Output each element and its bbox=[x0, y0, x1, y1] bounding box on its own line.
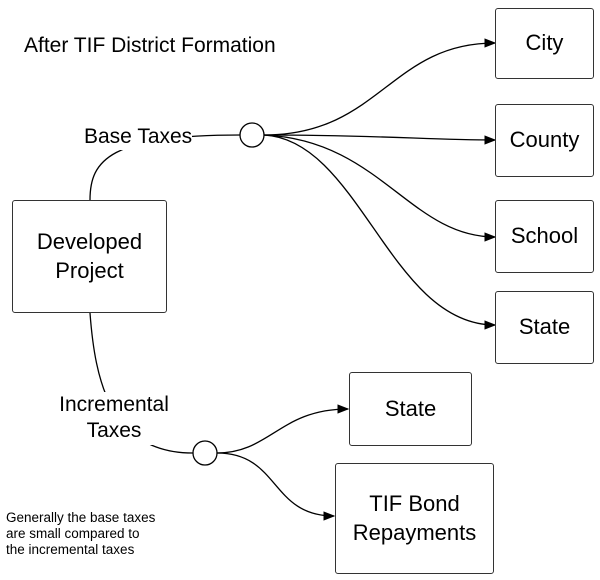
incremental-taxes-line1: Incremental bbox=[59, 393, 169, 416]
recipient-county-label: County bbox=[509, 127, 580, 153]
recipient-county-box: County bbox=[495, 104, 594, 177]
footnote-line2: are small compared to bbox=[6, 526, 140, 542]
footnote-line1: Generally the base taxes bbox=[6, 510, 156, 525]
developed-project-line1: Developed bbox=[36, 228, 143, 254]
footnote: Generally the base taxes are small compa… bbox=[6, 510, 206, 559]
incremental-taxes-line2: Taxes bbox=[86, 419, 142, 443]
developed-project-box: Developed Project bbox=[12, 200, 167, 313]
recipient-state-base-box: State bbox=[495, 291, 594, 364]
recipient-state-incremental-box: State bbox=[349, 372, 472, 446]
recipient-school-box: School bbox=[495, 200, 594, 273]
footnote-line3: the incremental taxes bbox=[6, 542, 135, 558]
developed-project-line2: Project bbox=[55, 257, 124, 283]
recipient-state-incremental-label: State bbox=[384, 395, 437, 421]
arrow-to-tif-bond bbox=[216, 452, 336, 521]
arrow-to-state-incr bbox=[216, 404, 350, 454]
recipient-tif-bond-box: TIF Bond Repayments bbox=[335, 463, 494, 574]
tif-bond-line2: Repayments bbox=[352, 519, 477, 545]
recipient-school-label: School bbox=[510, 223, 579, 249]
recipient-state-base-label: State bbox=[518, 314, 571, 340]
arrow-to-state-base bbox=[263, 134, 497, 330]
arrow-to-county bbox=[263, 134, 497, 145]
recipient-city-box: City bbox=[495, 8, 594, 79]
base-junction bbox=[239, 122, 265, 148]
tif-bond-line1: TIF Bond bbox=[369, 490, 460, 516]
connector-project-to-base-junction bbox=[89, 134, 241, 201]
arrow-to-city bbox=[263, 38, 497, 136]
diagram-title: After TIF District Formation bbox=[24, 34, 276, 57]
recipient-city-label: City bbox=[525, 30, 564, 56]
incremental-taxes-label: Incremental Taxes bbox=[50, 392, 178, 445]
base-taxes-label: Base Taxes bbox=[84, 124, 193, 151]
arrow-to-school bbox=[263, 134, 497, 242]
incremental-junction bbox=[192, 440, 218, 466]
